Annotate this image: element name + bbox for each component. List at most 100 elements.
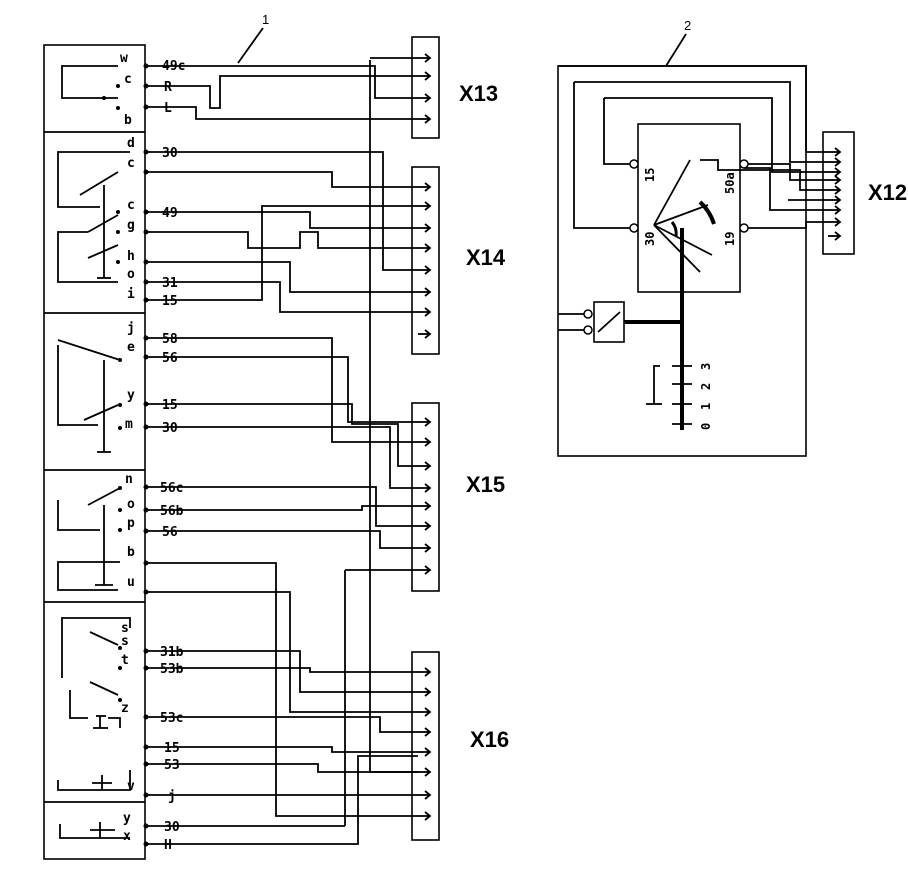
contact-s: s: [121, 621, 129, 636]
terminal-31b: 31b: [160, 645, 184, 660]
pin-arrow: [424, 727, 432, 737]
connector-label-x15: X15: [466, 472, 505, 497]
contact-g: g: [127, 218, 135, 233]
pin-arrow: [424, 223, 432, 233]
connector-x16-body: [411, 651, 440, 841]
pin-arrow: [424, 767, 432, 777]
pin-arrow: [424, 417, 432, 427]
contact-w: w: [120, 51, 128, 66]
pin-arrow: [424, 501, 432, 511]
contact-z: z: [121, 701, 129, 716]
terminal-53: 53: [164, 758, 180, 773]
terminal-15: 15: [162, 294, 178, 309]
pin-arrow: [424, 687, 432, 697]
contact-e: e: [127, 340, 135, 355]
connector-x15-body: [411, 402, 440, 592]
contact-n: n: [125, 472, 133, 487]
pin-arrow: [424, 461, 432, 471]
pin-arrow: [834, 167, 842, 177]
contact-u: u: [127, 575, 135, 590]
scale-2: 2: [699, 383, 713, 390]
contact-j: j: [127, 321, 135, 336]
pin-arrow: [834, 157, 842, 167]
contact-b: b: [127, 545, 135, 560]
pin-50a: 50a: [723, 172, 737, 194]
contact-c: c: [124, 72, 132, 87]
contact-p: p: [127, 516, 135, 531]
contact-h: h: [127, 249, 135, 264]
connector-label-x16: X16: [470, 727, 509, 752]
contact-c: c: [127, 198, 135, 213]
module-2: [557, 65, 828, 457]
switch-block-1: [43, 44, 146, 860]
pin-arrow: [424, 114, 432, 124]
pin-arrow: [834, 231, 842, 241]
pin-arrow: [424, 307, 432, 317]
pin-arrow: [834, 205, 842, 215]
terminal-53c: 53c: [160, 711, 183, 726]
connector-label-x13: X13: [459, 81, 498, 106]
contact-y: y: [127, 388, 135, 403]
pin-arrow: [424, 93, 432, 103]
terminal-30: 30: [162, 146, 178, 161]
pin-arrow: [424, 811, 432, 821]
callout-leader-2: [665, 33, 687, 67]
pin-arrow: [424, 437, 432, 447]
contact-x: x: [123, 829, 131, 844]
terminal-j: j: [168, 789, 176, 804]
terminal-R: R: [164, 80, 172, 95]
pin-arrow: [424, 182, 432, 192]
pin-arrow: [424, 201, 432, 211]
pin-30: 30: [643, 232, 657, 246]
contact-c: c: [127, 156, 135, 171]
module-2-labels: 15 50a 30 19 0 1 2 3: [643, 168, 737, 430]
pin-arrow: [424, 53, 432, 63]
contact-t: t: [121, 653, 129, 668]
pin-arrow: [834, 175, 842, 185]
pin-arrow: [834, 185, 842, 195]
connector-label-x12: X12: [868, 180, 907, 205]
pin-arrow: [834, 147, 842, 157]
pin-15: 15: [643, 168, 657, 182]
pin-arrow: [424, 483, 432, 493]
contact-o: o: [127, 267, 135, 282]
callout-leader-1: [237, 27, 264, 64]
terminal-labels: 49c R L 30 49 31 15 58 56 15 30 56c 56b …: [160, 59, 185, 853]
terminal-56b: 56b: [160, 504, 184, 519]
callout-2: 2: [684, 18, 691, 33]
pin-arrow: [424, 667, 432, 677]
terminal-31: 31: [162, 276, 178, 291]
terminal-15: 15: [162, 398, 178, 413]
pin-arrow: [424, 329, 432, 339]
terminal-56: 56: [162, 525, 178, 540]
contact-i: i: [127, 287, 135, 302]
contact-b: b: [124, 113, 132, 128]
connector-x12-body: [822, 131, 855, 255]
connector-pins: [418, 53, 842, 821]
pin-arrow: [424, 790, 432, 800]
pin-19: 19: [723, 232, 737, 246]
terminal-30: 30: [162, 421, 178, 436]
pin-arrow: [424, 565, 432, 575]
pin-arrow: [834, 195, 842, 205]
pin-arrow: [424, 747, 432, 757]
pin-arrow: [424, 287, 432, 297]
terminal-H: H: [164, 838, 172, 853]
pin-arrow: [424, 707, 432, 717]
terminal-56: 56: [162, 351, 178, 366]
scale-1: 1: [699, 403, 713, 410]
scale-0: 0: [699, 423, 713, 430]
terminal-L: L: [164, 101, 172, 116]
terminal-58: 58: [162, 332, 178, 347]
terminal-30: 30: [164, 820, 180, 835]
contact-y: y: [123, 811, 131, 826]
switch-contact-labels: w c b d c c g h o i j e y m n o p b u s …: [120, 51, 135, 844]
scale-3: 3: [699, 363, 713, 370]
terminal-53b: 53b: [160, 662, 184, 677]
terminal-56c: 56c: [160, 481, 183, 496]
contact-m: m: [125, 417, 133, 432]
pin-arrow: [424, 243, 432, 253]
terminal-15: 15: [164, 741, 180, 756]
contact-v: v: [127, 779, 135, 794]
